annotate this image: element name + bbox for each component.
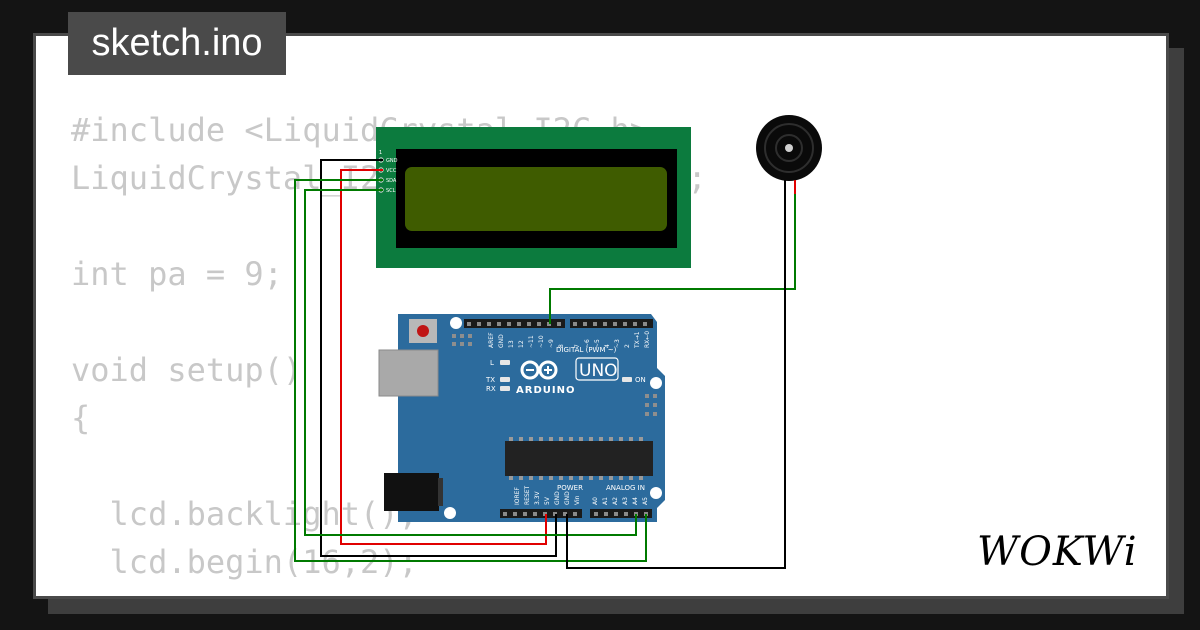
pin-label: ~11 xyxy=(528,335,535,348)
digital-header-label: DIGITAL (PWM ~) xyxy=(556,346,617,354)
lcd-pin-label: SDA xyxy=(386,178,397,184)
pin-label: ~5 xyxy=(594,339,601,348)
pin-label: Vin xyxy=(574,495,581,505)
pin-label: TX→1 xyxy=(634,331,641,349)
mounting-hole xyxy=(450,317,462,329)
pin-label: ~10 xyxy=(538,335,545,348)
lcd-pin-label: 1 xyxy=(379,150,382,156)
code-line: { xyxy=(71,399,91,437)
lcd-pin-label: GND xyxy=(386,158,398,164)
digital-header-right xyxy=(570,319,653,328)
file-name-tab[interactable]: sketch.ino xyxy=(68,12,286,75)
power-jack xyxy=(384,473,439,511)
code-line: void setup() xyxy=(71,351,303,389)
code-line: int pa = 9; xyxy=(71,255,283,293)
pin-label: GND xyxy=(554,491,561,505)
mounting-hole xyxy=(444,507,456,519)
lcd-pin-label: VCC xyxy=(386,168,397,174)
code-line: lcd.backlight(); xyxy=(71,495,418,533)
led-label: L xyxy=(490,359,494,367)
pin-label: 5V xyxy=(544,496,551,505)
analog-header-label: ANALOG IN xyxy=(606,484,645,492)
pin-label: ~9 xyxy=(548,339,555,348)
led-rx xyxy=(500,386,510,391)
pin-label: A0 xyxy=(592,497,599,505)
digital-header-left xyxy=(464,319,565,328)
pin-label: A2 xyxy=(612,497,619,505)
pin-label: 2 xyxy=(624,344,631,348)
buzzer-hole xyxy=(785,144,793,152)
pin-label: ~3 xyxy=(614,339,621,348)
atmega-chip xyxy=(505,441,653,476)
pin-label: IOREF xyxy=(514,487,521,505)
arduino-logo xyxy=(520,360,558,380)
wire-buzzer-gnd[interactable] xyxy=(566,194,786,569)
pin-label: AREF xyxy=(488,332,495,348)
wokwi-logo: WOKWi xyxy=(977,529,1138,575)
pin-label: GND xyxy=(498,334,505,348)
wire-lcd-gnd[interactable] xyxy=(320,159,557,557)
arduino-uno[interactable]: AREF GND 13 12 ~11 ~10 ~9 8 7 ~6 ~5 4 ~3… xyxy=(378,314,665,522)
bottom-header-pins xyxy=(503,512,648,516)
analog-header xyxy=(590,509,652,518)
led-label: ON xyxy=(635,376,646,384)
led-label: TX xyxy=(485,376,495,384)
pin-label: A5 xyxy=(642,497,649,505)
pin-label: 3.3V xyxy=(534,490,541,505)
pin-label: 7 xyxy=(574,344,581,348)
pin-label: RESET xyxy=(524,485,531,505)
lcd-screen xyxy=(405,167,667,231)
mounting-hole xyxy=(650,487,662,499)
buzzer[interactable] xyxy=(756,115,822,194)
power-header-label: POWER xyxy=(557,484,583,492)
pin-label: 8 xyxy=(558,344,565,348)
buzzer-ring xyxy=(764,123,814,173)
arduino-brand: ARDUINO xyxy=(516,385,575,396)
model-badge xyxy=(575,357,619,381)
wire-buzzer-signal[interactable] xyxy=(549,194,796,324)
pin-label: A1 xyxy=(602,497,609,505)
wire-lcd-scl[interactable] xyxy=(304,189,637,536)
led-l xyxy=(500,360,510,365)
led-tx xyxy=(500,377,510,382)
led-label: RX xyxy=(486,385,496,393)
pin-label: ~6 xyxy=(584,339,591,348)
pin-label: RX←0 xyxy=(644,331,651,348)
pin-label: 12 xyxy=(518,340,525,348)
arduino-model: UNO xyxy=(579,361,618,381)
buzzer-ring xyxy=(775,134,803,162)
wokwi-logo-text: WOKWi xyxy=(977,529,1138,575)
reset-button[interactable] xyxy=(417,325,429,337)
wire-lcd-sda[interactable] xyxy=(294,179,647,562)
icsp-header xyxy=(645,394,657,416)
power-header xyxy=(500,509,582,518)
pin-label: GND xyxy=(564,491,571,505)
lcd-module[interactable]: 1 GND VCC SDA SCL xyxy=(376,127,691,268)
mounting-hole xyxy=(650,377,662,389)
lcd-pin-label: SCL xyxy=(386,188,396,194)
usb-connector xyxy=(378,349,439,397)
power-jack-tip xyxy=(438,478,443,506)
icsp-header xyxy=(452,334,472,346)
pin-label: A4 xyxy=(632,497,639,505)
wires xyxy=(294,159,796,569)
led-on xyxy=(622,377,632,382)
chip-pins xyxy=(509,437,643,480)
pin-label: A3 xyxy=(622,497,629,505)
pin-label: 4 xyxy=(604,344,611,348)
pin-label: 13 xyxy=(508,340,515,348)
